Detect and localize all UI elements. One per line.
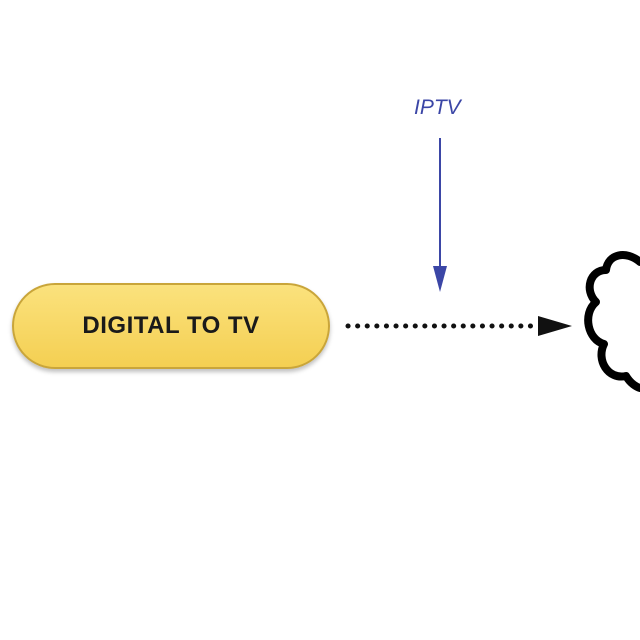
- iptv-label: IPTV: [414, 96, 461, 119]
- dotted-arrow: [345, 316, 572, 336]
- iptv-arrow: [433, 138, 447, 292]
- digital-to-tv-node: DIGITAL TO TV: [12, 283, 330, 369]
- cloud-icon: [584, 251, 640, 392]
- node-label: DIGITAL TO TV: [82, 312, 260, 339]
